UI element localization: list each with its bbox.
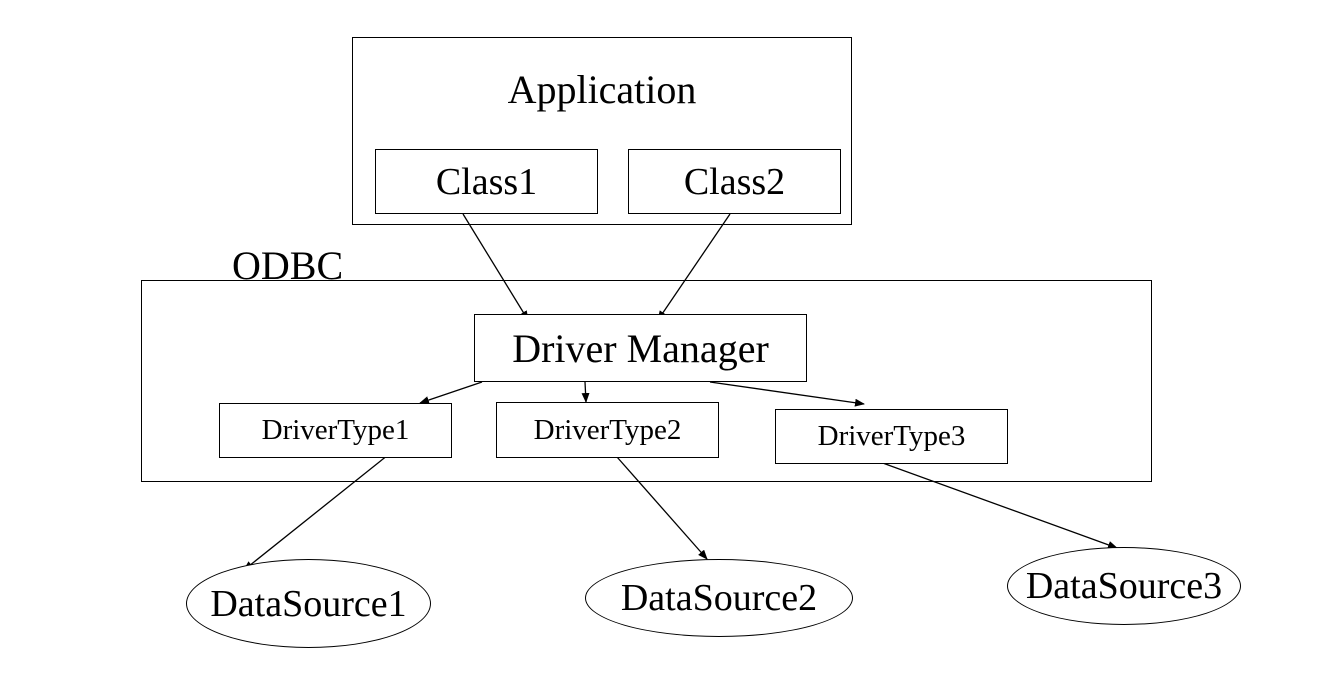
drivertype2-box: DriverType2: [496, 402, 719, 458]
datasource2-ellipse: DataSource2: [585, 559, 853, 637]
application-title: Application: [507, 67, 697, 112]
arrow-drivertype3-to-datasource3: [879, 461, 1118, 549]
drivertype3-box: DriverType3: [775, 409, 1008, 464]
drivertype1-box: DriverType1: [219, 403, 452, 458]
datasource3-ellipse: DataSource3: [1007, 547, 1241, 625]
odbc-box: [141, 280, 1152, 482]
application-box: [352, 37, 852, 225]
arrow-class2-to-driver-manager: [657, 213, 731, 321]
class1-box: Class1: [375, 149, 598, 214]
arrow-driver-manager-to-drivertype3: [709, 381, 865, 407]
datasource1-ellipse: DataSource1: [186, 559, 431, 648]
class2-box: Class2: [628, 149, 841, 214]
arrow-driver-manager-to-drivertype2: [581, 381, 590, 403]
arrow-class1-to-driver-manager: [462, 213, 529, 321]
arrow-drivertype2-to-datasource2: [616, 456, 708, 560]
arrow-drivertype1-to-datasource1: [243, 454, 389, 571]
odbc-label: ODBC: [232, 246, 344, 280]
driver-manager-box: Driver Manager: [474, 314, 807, 382]
arrow-driver-manager-to-drivertype1: [419, 381, 483, 404]
